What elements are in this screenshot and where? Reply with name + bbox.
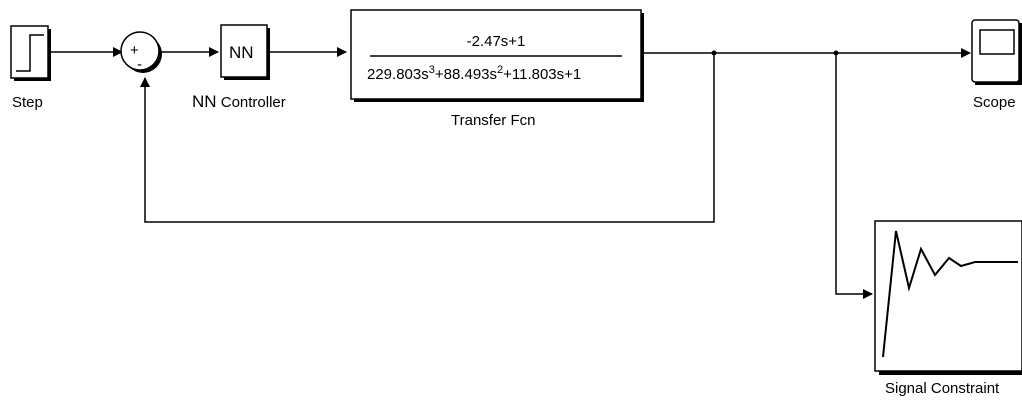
signal-constraint-block[interactable] xyxy=(874,220,1022,375)
signal-constraint-label: Signal Constraint xyxy=(885,380,1000,397)
tf-numerator: -2.47s+1 xyxy=(467,33,526,50)
transfer-fcn-block[interactable]: -2.47s+1 229.803s3+88.493s2+11.803s+1 xyxy=(350,9,644,102)
tf-denominator: 229.803s3+88.493s2+11.803s+1 xyxy=(367,64,581,83)
sum-plus-sign: + xyxy=(130,42,139,59)
transfer-fcn-label: Transfer Fcn xyxy=(451,112,535,129)
nn-controller-label: NN Controller xyxy=(192,92,286,111)
step-label: Step xyxy=(12,94,43,111)
scope-block[interactable] xyxy=(971,19,1022,85)
nn-icon-text: NN xyxy=(229,43,254,62)
signal-feedback xyxy=(140,53,715,223)
scope-label: Scope xyxy=(973,94,1016,111)
sum-minus-sign: - xyxy=(137,56,142,73)
response-curve-icon xyxy=(882,230,1018,358)
scope-screen-icon xyxy=(979,29,1015,55)
step-block[interactable] xyxy=(10,25,51,81)
signal-to-constraint xyxy=(835,53,873,299)
nn-controller-block[interactable]: NN xyxy=(220,24,270,80)
sum-block[interactable] xyxy=(120,31,162,73)
